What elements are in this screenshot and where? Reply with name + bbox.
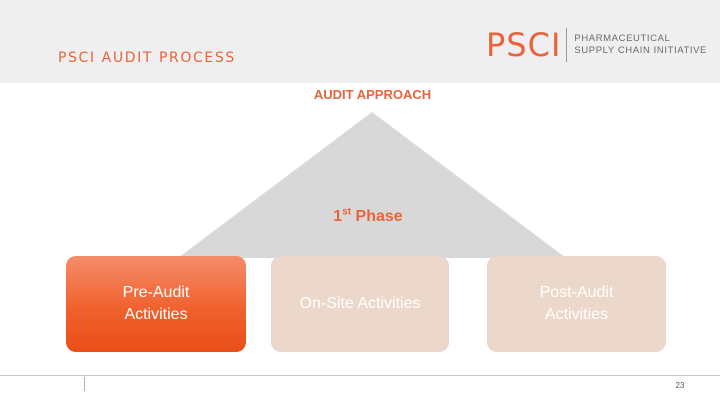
footer-tick bbox=[84, 377, 85, 391]
box-label: On-Site Activities bbox=[299, 295, 421, 312]
logo-divider bbox=[566, 28, 568, 62]
pre-audit-activities-box[interactable]: Pre-Audit Activities bbox=[66, 256, 246, 352]
page-number: 23 bbox=[675, 381, 685, 390]
box-label: Post-Audit Activities bbox=[539, 284, 614, 323]
audit-approach-label: AUDIT APPROACH bbox=[313, 87, 432, 102]
phase-number: 1 bbox=[333, 208, 343, 225]
logo-line-2: SUPPLY CHAIN INITIATIVE bbox=[574, 45, 707, 56]
psci-logo: PSCI PHARMACEUTICAL SUPPLY CHAIN INITIAT… bbox=[486, 27, 707, 63]
logo-line-1: PHARMACEUTICAL bbox=[574, 33, 671, 44]
footer-divider bbox=[0, 375, 720, 376]
logo-mark: PSCI bbox=[486, 26, 562, 64]
on-site-activities-box[interactable]: On-Site Activities bbox=[271, 256, 449, 352]
phase-suffix: st bbox=[342, 206, 352, 218]
phase-word: Phase bbox=[351, 208, 403, 225]
header-bar: PSCI AUDIT PROCESS PSCI PHARMACEUTICAL S… bbox=[0, 0, 720, 83]
post-audit-activities-box[interactable]: Post-Audit Activities bbox=[487, 256, 666, 352]
box-label: Pre-Audit Activities bbox=[122, 284, 190, 323]
page-title: PSCI AUDIT PROCESS bbox=[58, 50, 236, 66]
phase-label: 1st Phase bbox=[318, 206, 418, 226]
triangle-shape bbox=[178, 112, 566, 258]
logo-text: PHARMACEUTICAL SUPPLY CHAIN INITIATIVE bbox=[574, 33, 707, 57]
